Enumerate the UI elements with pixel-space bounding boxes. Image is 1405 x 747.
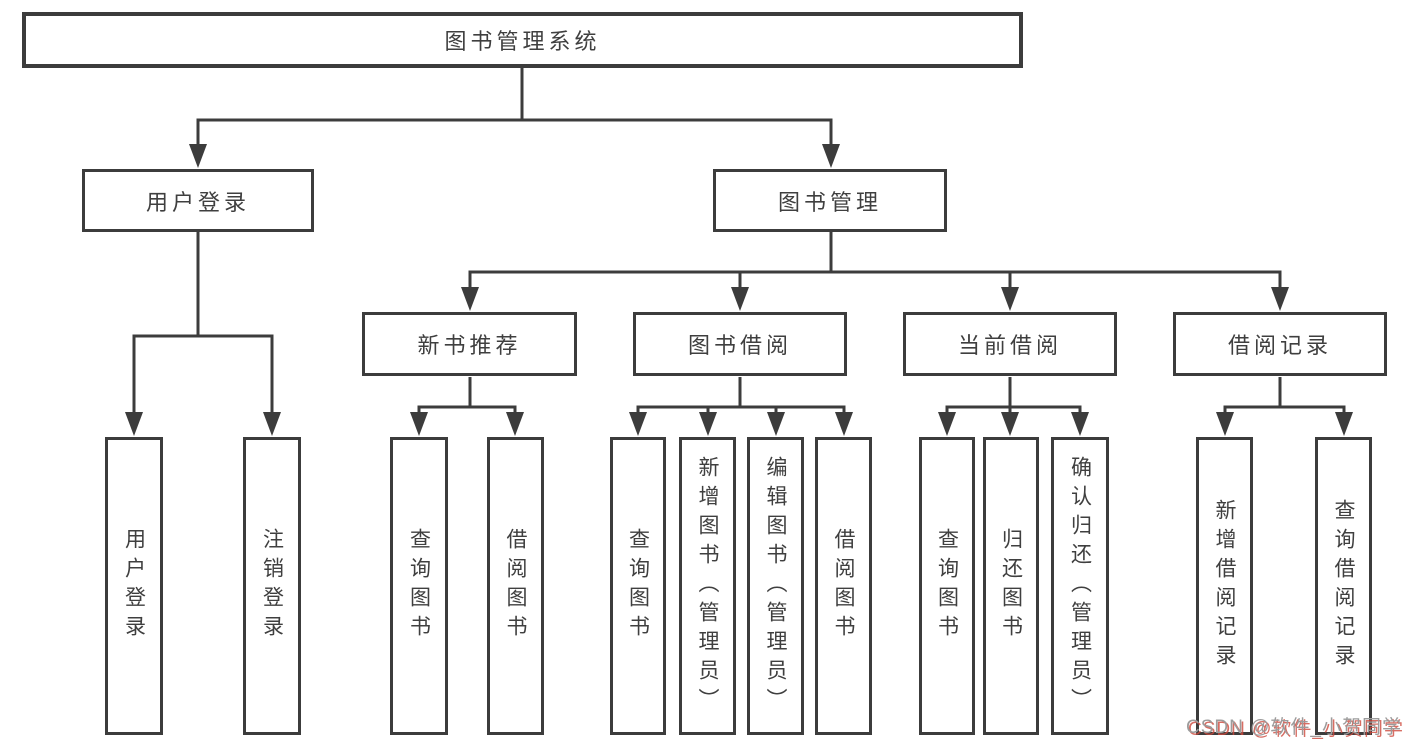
leaf-query-book-borrow: 查询图书 <box>610 437 666 735</box>
node-current-borrow: 当前借阅 <box>903 312 1117 376</box>
connector <box>196 118 833 150</box>
leaf-borrow-book: 借阅图书 <box>815 437 872 735</box>
arrowhead <box>1271 287 1289 311</box>
csdn-watermark: CSDN @软件_小贺同学 <box>1186 717 1402 738</box>
arrowhead <box>1216 412 1234 436</box>
arrowhead <box>1001 412 1019 436</box>
node-book-borrow: 图书借阅 <box>633 312 847 376</box>
arrowhead <box>1001 287 1019 311</box>
leaf-label: 借阅图书 <box>832 528 855 644</box>
connector <box>1223 405 1346 418</box>
connector <box>132 334 274 418</box>
leaf-label: 查询借阅记录 <box>1332 499 1355 673</box>
arrowhead <box>461 287 479 311</box>
leaf-user-login: 用户登录 <box>105 437 163 735</box>
leaf-label: 新增图书（管理员） <box>696 455 719 717</box>
leaf-label: 归还图书 <box>999 528 1023 644</box>
arrowhead <box>125 412 143 436</box>
leaf-label: 查询图书 <box>935 528 959 644</box>
node-book-management: 图书管理 <box>713 169 947 232</box>
leaf-query-borrow-record: 查询借阅记录 <box>1315 437 1372 735</box>
node-label: 当前借阅 <box>957 333 1062 358</box>
leaf-label: 查询图书 <box>626 528 650 644</box>
arrowhead <box>835 412 853 436</box>
leaf-label: 确认归还（管理员） <box>1068 455 1092 717</box>
leaf-add-book-admin: 新增图书（管理员） <box>679 437 736 735</box>
connector <box>417 405 517 418</box>
node-library-management-system: 图书管理系统 <box>22 12 1023 68</box>
leaf-label: 借阅图书 <box>504 528 527 644</box>
node-user-login: 用户登录 <box>82 169 314 232</box>
connector <box>636 405 846 418</box>
leaf-query-book-recommend: 查询图书 <box>390 437 448 735</box>
node-new-book-recommend: 新书推荐 <box>362 312 577 376</box>
node-label: 新书推荐 <box>417 333 522 358</box>
arrowhead <box>822 144 840 168</box>
node-borrow-record: 借阅记录 <box>1173 312 1387 376</box>
leaf-logout-login: 注销登录 <box>243 437 301 735</box>
leaf-label: 新增借阅记录 <box>1213 499 1236 673</box>
arrowhead <box>263 412 281 436</box>
connector <box>468 270 1282 293</box>
leaf-borrow-book-recommend: 借阅图书 <box>487 437 544 735</box>
arrowhead <box>699 412 717 436</box>
arrowhead <box>938 412 956 436</box>
arrowhead <box>506 412 524 436</box>
leaf-label: 注销登录 <box>260 528 284 644</box>
arrowhead <box>629 412 647 436</box>
leaf-query-book-current: 查询图书 <box>919 437 975 735</box>
arrowhead <box>767 412 785 436</box>
arrowhead <box>1071 412 1089 436</box>
leaf-label: 编辑图书（管理员） <box>764 455 787 717</box>
node-label: 借阅记录 <box>1227 333 1332 358</box>
arrowhead <box>1335 412 1353 436</box>
arrowhead <box>410 412 428 436</box>
leaf-return-book: 归还图书 <box>983 437 1039 735</box>
leaf-label: 查询图书 <box>407 528 431 644</box>
node-label: 用户登录 <box>145 189 250 215</box>
node-label: 图书借阅 <box>687 333 792 358</box>
arrowhead <box>189 144 207 168</box>
node-label: 图书管理系统 <box>444 29 601 54</box>
leaf-confirm-return-admin: 确认归还（管理员） <box>1051 437 1109 735</box>
leaf-edit-book-admin: 编辑图书（管理员） <box>747 437 804 735</box>
node-label: 图书管理 <box>777 189 882 215</box>
arrowhead <box>731 287 749 311</box>
leaf-label: 用户登录 <box>122 528 146 644</box>
leaf-add-borrow-record: 新增借阅记录 <box>1196 437 1253 735</box>
